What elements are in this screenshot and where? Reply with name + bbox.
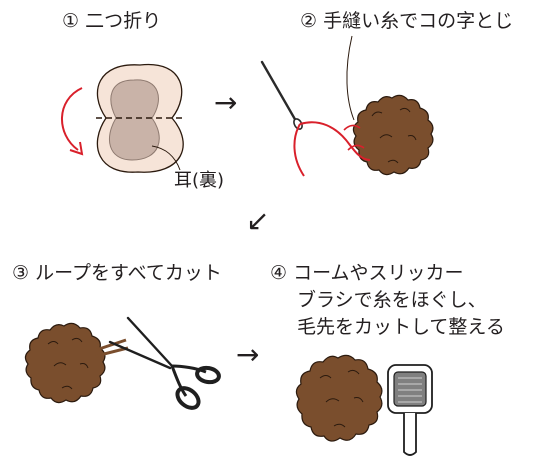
loop-strands (95, 338, 129, 358)
ear-back-leader-line (151, 145, 181, 171)
pompom-step3 (24, 322, 129, 404)
pompom-step2 (346, 35, 434, 176)
step3-title: ③ ループをすべてカット (12, 262, 222, 284)
pompom-icon (295, 354, 383, 442)
step1-number: ① (62, 10, 80, 32)
flow-arrow-1: → (214, 86, 238, 119)
needle-icon (260, 60, 303, 130)
pompom-icon (352, 94, 434, 176)
pompom-icon (24, 322, 106, 404)
thread-icon (293, 121, 371, 177)
step3-number: ③ (12, 262, 30, 284)
step2-number: ② (300, 10, 318, 32)
ear-felt-inner (108, 79, 160, 161)
sewing-leader-line (346, 35, 355, 121)
fold-arrow-icon (61, 87, 84, 156)
flow-arrow-3: → (236, 338, 260, 371)
pompom-step4 (295, 354, 383, 442)
step4-text-line1: コームやスリッカー (293, 262, 464, 284)
step4-number: ④ (270, 262, 288, 284)
ear-pattern (96, 63, 184, 173)
step2-title: ② 手縫い糸でコの字とじ (300, 10, 513, 32)
flow-arrow-2: ↙ (246, 204, 270, 237)
ear-back-label: 耳(裏) (174, 170, 225, 191)
step1-text: 二つ折り (85, 10, 162, 32)
step2-text: 手縫い糸でコの字とじ (323, 10, 514, 32)
step3-text: ループをすべてカット (35, 262, 222, 284)
slicker-brush-icon (387, 364, 433, 456)
step4-text-line2: ブラシで糸をほぐし、 (297, 289, 487, 311)
step4-title: ④ コームやスリッカー (270, 262, 464, 284)
step4-text-line3: 毛先をカットして整える (297, 316, 505, 338)
scissors-icon (108, 316, 221, 410)
step1-title: ① 二つ折り (62, 10, 161, 32)
